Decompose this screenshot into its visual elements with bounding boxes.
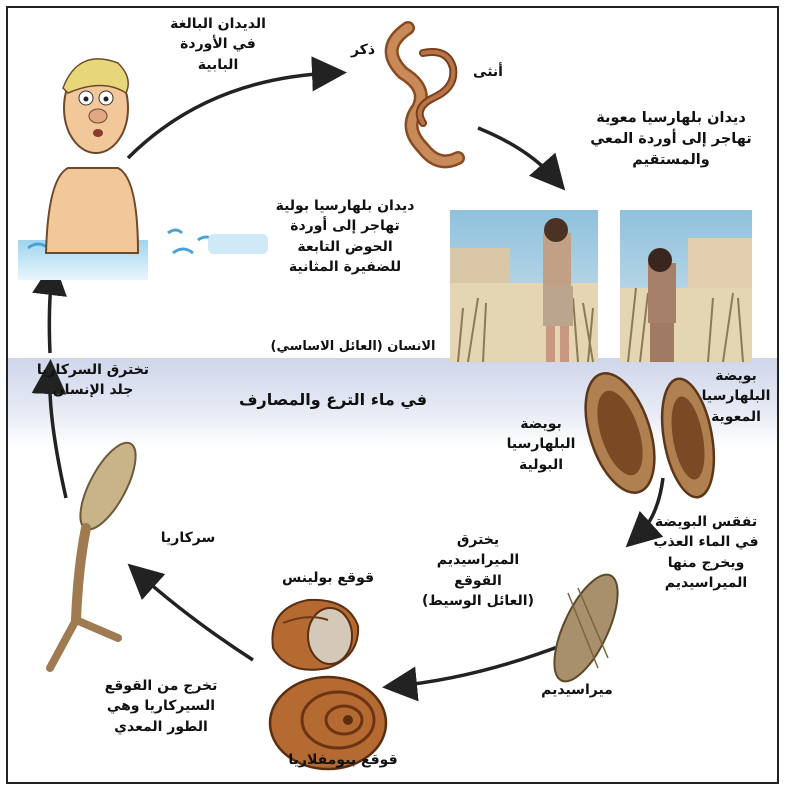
lifecycle-diagram: الديدان البالغة في الأوردة البابية ذكر أ… <box>6 6 779 784</box>
boy-photo <box>620 210 752 362</box>
label-biomphalaria: قوقع بيومفلاريا <box>268 750 418 770</box>
label-hatching: تفقس البويضة في الماء العذب ويخرج منها ا… <box>636 512 776 593</box>
label-adult-worms: الديدان البالغة في الأوردة البابية <box>158 14 278 75</box>
label-cercaria: سركاريا <box>143 528 233 548</box>
arrow-worms-to-photos <box>478 128 556 180</box>
boy-photo <box>450 210 598 362</box>
worm-pair-icon <box>392 28 458 161</box>
label-intestinal-worms: ديدان بلهارسيا معوية تهاجر إلى أوردة الم… <box>576 108 766 171</box>
label-miracidium: ميراسيديم <box>522 680 632 700</box>
label-miracidium-penetrate: يخترق الميراسيديم القوقع (العائل الوسيط) <box>408 530 548 611</box>
arrow-human-to-worms <box>128 73 333 158</box>
bulinus-snail-icon <box>272 600 358 670</box>
label-intestinal-egg: بويضة البلهارسيا المعوية <box>696 366 776 427</box>
label-cercaria-exit: تخرج من القوقع السيركاريا وهي الطور المع… <box>86 676 236 737</box>
arrow-snail-to-cercaria <box>138 573 253 660</box>
label-bulinus: قوقع بولينس <box>268 568 388 588</box>
label-urinary-worms: ديدان بلهارسيا بولية تهاجر إلى أوردة الح… <box>256 196 434 277</box>
label-urinary-egg: بويضة البلهارسيا البولية <box>496 414 586 475</box>
cercaria-icon <box>50 435 146 668</box>
miracidium-icon <box>542 566 631 690</box>
arrow-up-to-human <box>49 274 52 353</box>
label-female: أنثى <box>466 62 510 82</box>
label-male: ذكر <box>338 40 388 60</box>
label-canal-water: في ماء الترع والمصارف <box>208 388 458 411</box>
label-definitive-host: الانسان (العائل الاساسي) <box>258 338 448 357</box>
label-cercaria-penetrate: تخترق السركاريا جلد الإنسان <box>18 360 168 401</box>
